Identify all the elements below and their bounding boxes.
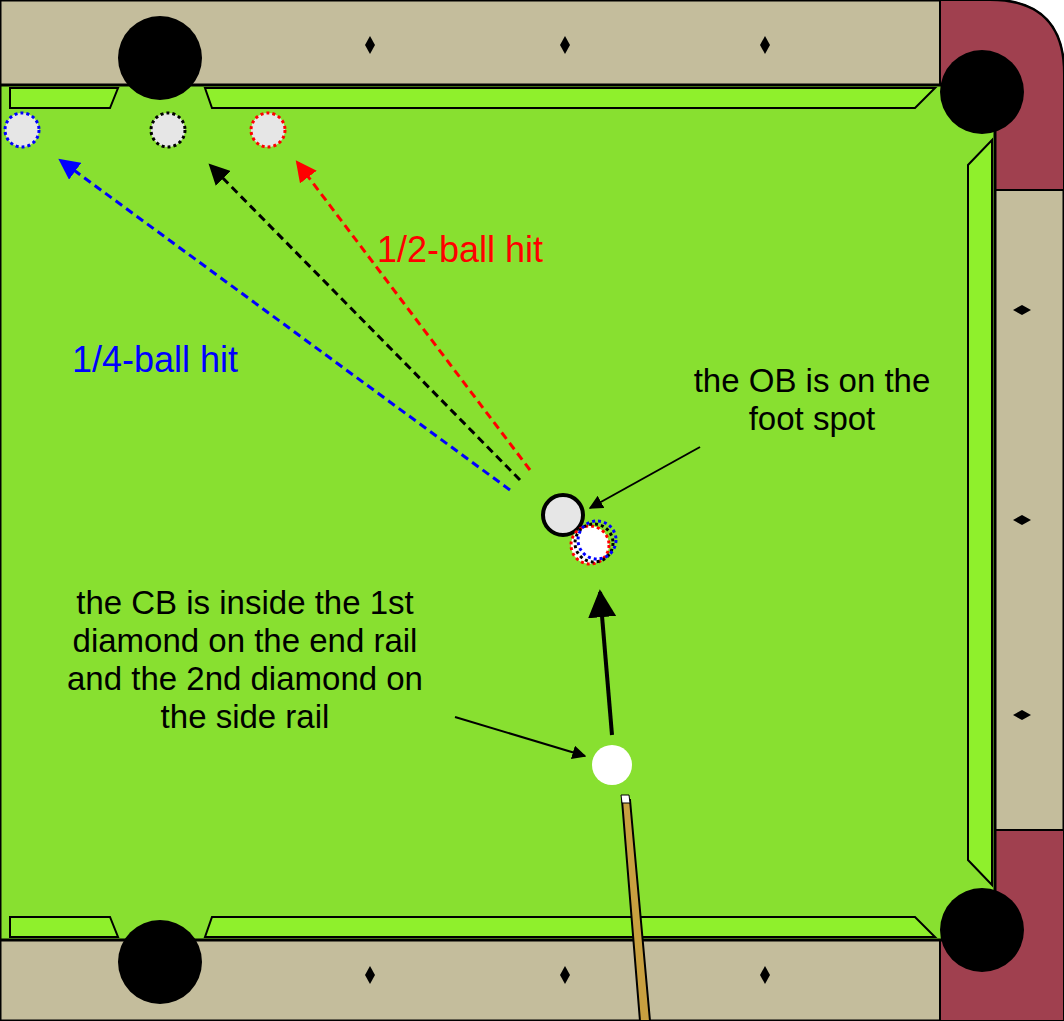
ghost-ball	[5, 113, 39, 147]
pocket	[118, 16, 202, 100]
diamonds	[365, 36, 1031, 984]
leader-line	[455, 717, 585, 756]
aim-arrow	[600, 592, 612, 735]
cue-stick	[622, 800, 650, 1021]
pocket	[940, 888, 1024, 972]
cushion	[205, 88, 935, 108]
ghost-ball	[251, 113, 285, 147]
pocket	[940, 50, 1024, 134]
object-ball	[543, 495, 583, 535]
shot-label: 1/2-ball hit	[375, 229, 545, 270]
cushion	[10, 88, 118, 108]
ghost-cue-ball	[578, 521, 616, 559]
pocket	[118, 920, 202, 1004]
cushion	[10, 917, 118, 937]
leader-line	[590, 447, 700, 508]
cue-tip	[621, 795, 630, 803]
table-cloth	[0, 85, 995, 940]
shot-label: 1/4-ball hit	[70, 339, 240, 380]
cue-ball	[592, 745, 632, 785]
quarter-ball-path	[60, 160, 510, 490]
cushion	[968, 140, 992, 885]
ghost-ball	[151, 113, 185, 147]
half-ball-path	[297, 162, 530, 470]
note-label: the CB is inside the 1st diamond on the …	[60, 584, 430, 736]
cushion	[205, 917, 935, 937]
mid-path	[210, 165, 520, 480]
note-label: the OB is on the foot spot	[672, 362, 952, 438]
